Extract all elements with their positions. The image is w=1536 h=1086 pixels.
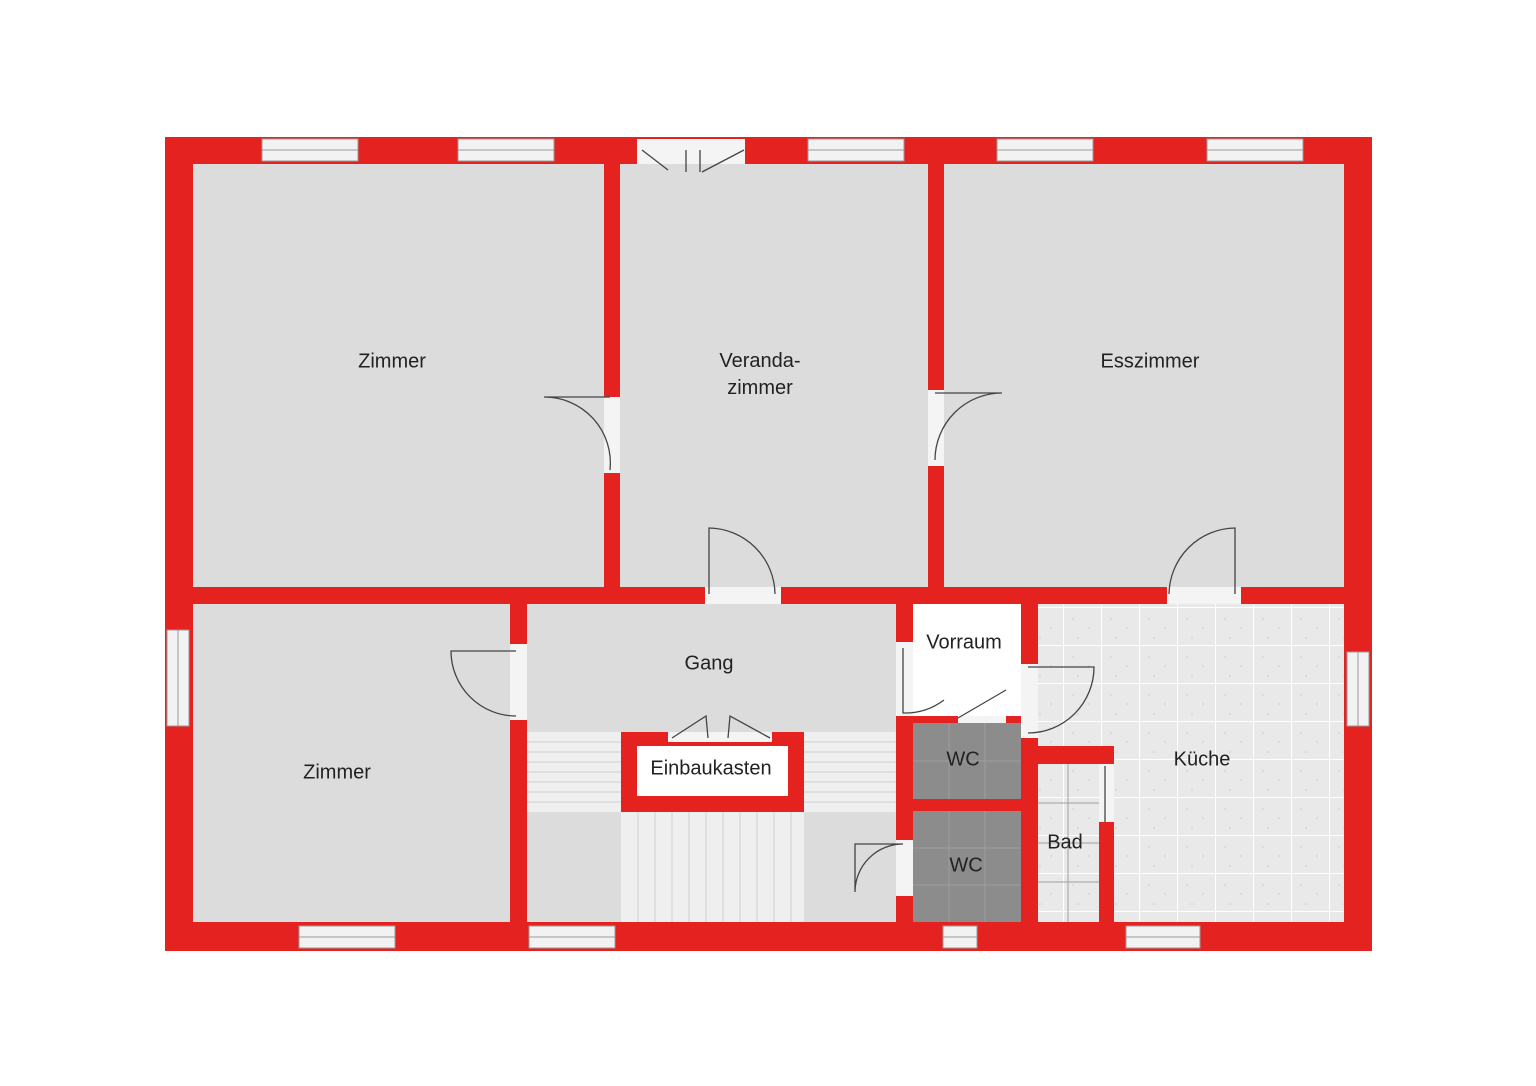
floor-veranda	[620, 164, 928, 587]
floor-esszimmer	[944, 164, 1344, 587]
veranda-line-2: zimmer	[727, 377, 793, 399]
floor-wc-lower	[913, 811, 1021, 922]
einbaukasten-inner	[637, 746, 788, 796]
room-label-einbaukasten: Einbaukasten	[650, 757, 772, 780]
door-swings	[450, 149, 1236, 893]
wet-room-tiles	[913, 723, 1099, 922]
staircase	[527, 732, 896, 922]
room-label-vorraum: Vorraum	[926, 631, 1002, 654]
room-label-esszimmer: Esszimmer	[1100, 350, 1200, 373]
door-openings	[510, 139, 1241, 896]
floor-zimmer-top	[193, 164, 604, 587]
floor-zimmer-bottom	[193, 604, 510, 922]
room-label-zimmer-bottom: Zimmer	[303, 761, 371, 784]
room-label-kueche: Küche	[1173, 748, 1231, 771]
room-label-wc-upper: WC	[946, 748, 980, 771]
room-label-veranda: Veranda- zimmer	[719, 348, 800, 402]
room-label-gang: Gang	[684, 652, 734, 675]
bad-wall	[1030, 746, 1114, 764]
room-label-zimmer-top: Zimmer	[358, 350, 426, 373]
room-label-bad: Bad	[1047, 831, 1083, 854]
floor-vorraum	[913, 604, 1021, 716]
veranda-line-1: Veranda-	[719, 350, 801, 372]
kueche-tile-fill	[1114, 764, 1344, 922]
room-label-wc-lower: WC	[949, 854, 983, 877]
